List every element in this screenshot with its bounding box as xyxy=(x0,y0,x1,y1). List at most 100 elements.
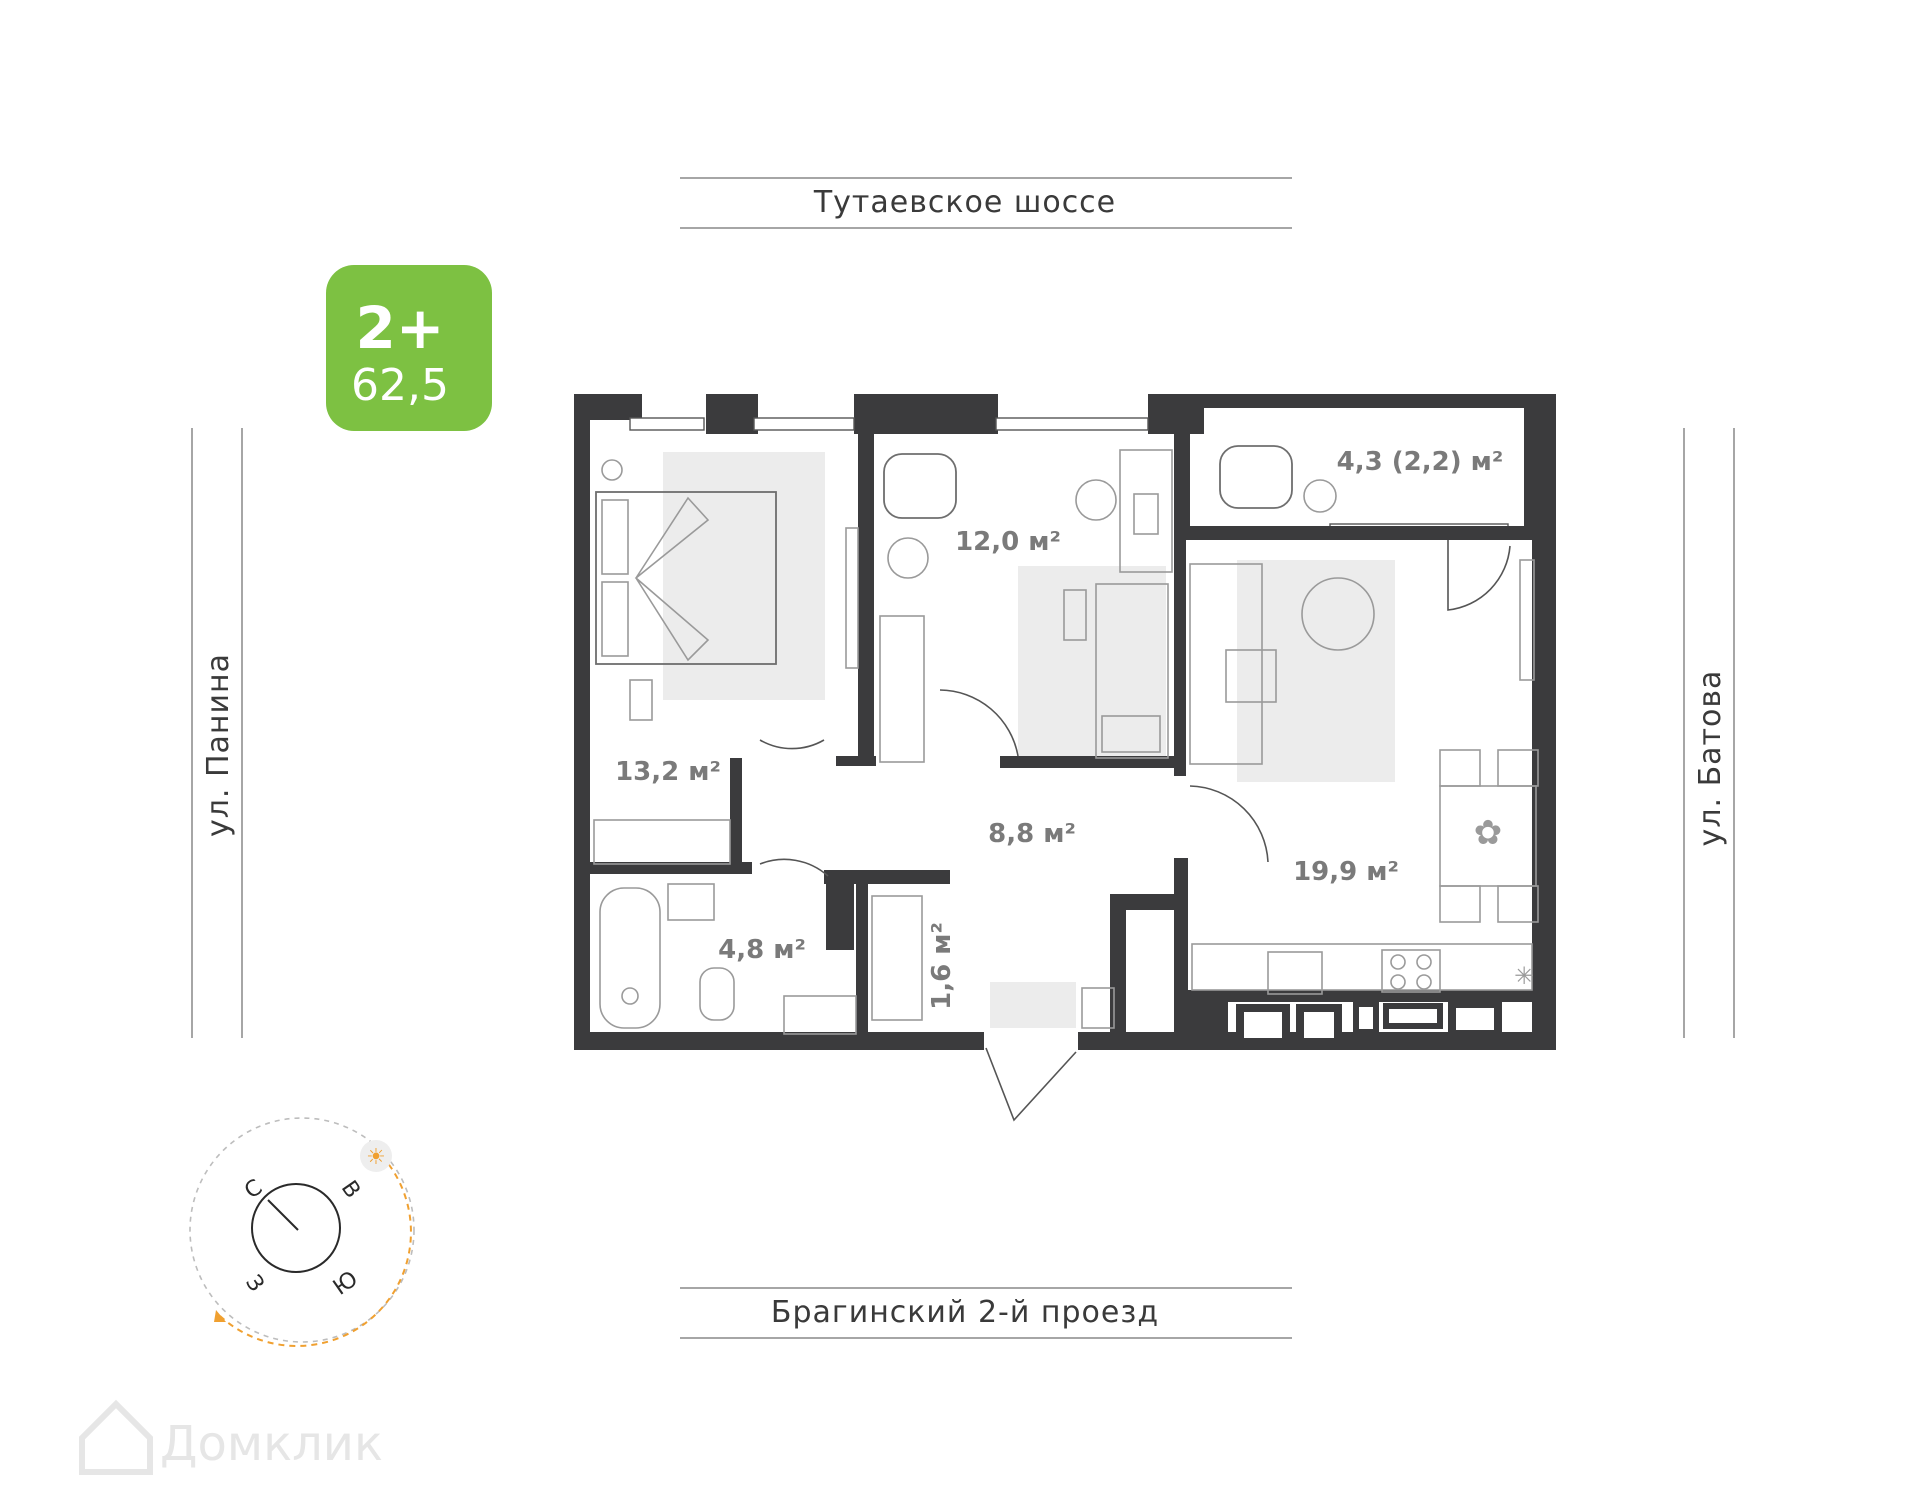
armchair xyxy=(883,453,957,519)
pillow xyxy=(1101,715,1161,753)
storage-box xyxy=(1296,1004,1342,1046)
wall xyxy=(1174,858,1188,1036)
wall xyxy=(706,394,758,434)
balcony-armchair xyxy=(1219,445,1293,509)
wall xyxy=(1174,540,1186,776)
room-area-closet: 1,6 м² xyxy=(927,922,957,1010)
bed xyxy=(595,491,777,665)
sun-badge xyxy=(360,1140,392,1172)
wall xyxy=(1000,756,1174,768)
compass-needle xyxy=(267,1199,299,1231)
storage-box xyxy=(1448,1000,1502,1038)
sofa xyxy=(1189,563,1263,765)
washer xyxy=(667,883,715,921)
chair xyxy=(1497,885,1539,923)
wall xyxy=(858,420,874,760)
closet-shelf xyxy=(871,895,923,1021)
chair xyxy=(1497,749,1539,787)
street-right-label: ул. Батова xyxy=(1693,670,1728,847)
badge-background xyxy=(326,265,492,431)
entry-mat xyxy=(990,982,1076,1028)
street-top: Тутаевское шоссе xyxy=(680,177,1292,229)
wall xyxy=(1152,394,1204,414)
apartment-badge: 2+ 62,5 xyxy=(326,265,492,431)
bathtub xyxy=(599,887,661,1029)
wall xyxy=(856,870,868,1032)
side-table xyxy=(887,537,929,579)
washbasin xyxy=(783,995,857,1035)
study-wardrobe xyxy=(879,615,925,763)
laptop-icon xyxy=(1133,493,1159,535)
bedside-shelf xyxy=(1063,589,1087,641)
chair xyxy=(1439,885,1481,923)
wall xyxy=(1524,394,1556,528)
balcony-table xyxy=(1303,479,1337,513)
flower-icon: ✿ xyxy=(1474,813,1503,853)
wardrobe xyxy=(593,819,731,865)
house-icon xyxy=(79,1399,153,1475)
sink-icon xyxy=(1267,951,1323,995)
wall xyxy=(1174,526,1532,540)
room-area-bedroom: 13,2 м² xyxy=(615,757,721,787)
person-icon xyxy=(1225,649,1277,703)
door-arc xyxy=(759,858,829,877)
switch-panel xyxy=(1081,987,1115,1029)
room-area-balcony: 4,3 (2,2) м² xyxy=(1337,447,1504,477)
room-area-bathroom: 4,8 м² xyxy=(718,935,806,965)
study-rug xyxy=(1018,566,1166,762)
balcony-door xyxy=(1447,540,1511,611)
wall xyxy=(574,394,590,1050)
mirror xyxy=(845,527,859,669)
desk xyxy=(1119,449,1173,573)
badge-area: 62,5 xyxy=(351,360,449,411)
sun-path xyxy=(219,1147,412,1347)
lamp-icon xyxy=(601,459,623,481)
wall xyxy=(826,870,854,950)
street-left-label: ул. Панина xyxy=(201,653,236,837)
kitchen-counter xyxy=(1191,943,1533,991)
sun-icon: ☀ xyxy=(366,1145,386,1170)
wall xyxy=(590,862,752,874)
window xyxy=(995,417,1149,431)
living-rug xyxy=(1237,560,1395,782)
burner xyxy=(1416,974,1432,990)
badge-rooms: 2+ xyxy=(356,294,445,362)
dining-table xyxy=(1439,785,1537,887)
wall xyxy=(854,394,998,434)
compass-west: З xyxy=(240,1271,269,1297)
wall xyxy=(1110,894,1126,1034)
office-chair xyxy=(1075,479,1117,521)
tap-icon xyxy=(621,987,639,1005)
wall xyxy=(1188,1002,1228,1034)
watermark: Домклик xyxy=(79,1399,383,1475)
single-bed xyxy=(1095,583,1169,759)
door-arc xyxy=(759,739,825,750)
storage-box xyxy=(1236,1004,1290,1046)
stove-icon xyxy=(1381,949,1441,993)
fan-icon: ✳ xyxy=(1514,962,1534,990)
apartment-plan: ✿ ✳ xyxy=(574,394,1556,1122)
door-arc xyxy=(939,689,1019,757)
burner xyxy=(1390,954,1406,970)
wall xyxy=(1110,894,1188,910)
window xyxy=(753,417,855,431)
watermark-text: Домклик xyxy=(160,1416,383,1472)
street-left: ул. Панина xyxy=(191,428,243,1038)
wall xyxy=(730,758,742,872)
wall xyxy=(574,1032,984,1050)
wall xyxy=(836,756,876,766)
chair xyxy=(1439,749,1481,787)
sun-path-arrow-icon xyxy=(214,1310,226,1322)
storage-box xyxy=(1353,1001,1379,1035)
street-top-label: Тутаевское шоссе xyxy=(813,185,1116,220)
compass-east: В xyxy=(336,1176,365,1203)
compass-dial xyxy=(251,1183,341,1273)
entry-door xyxy=(985,1047,1077,1122)
room-area-study: 12,0 м² xyxy=(955,527,1061,557)
burner xyxy=(1416,954,1432,970)
burner xyxy=(1390,974,1406,990)
wall xyxy=(824,870,950,884)
tv-panel xyxy=(1519,559,1535,681)
room-area-hall: 8,8 м² xyxy=(988,819,1076,849)
